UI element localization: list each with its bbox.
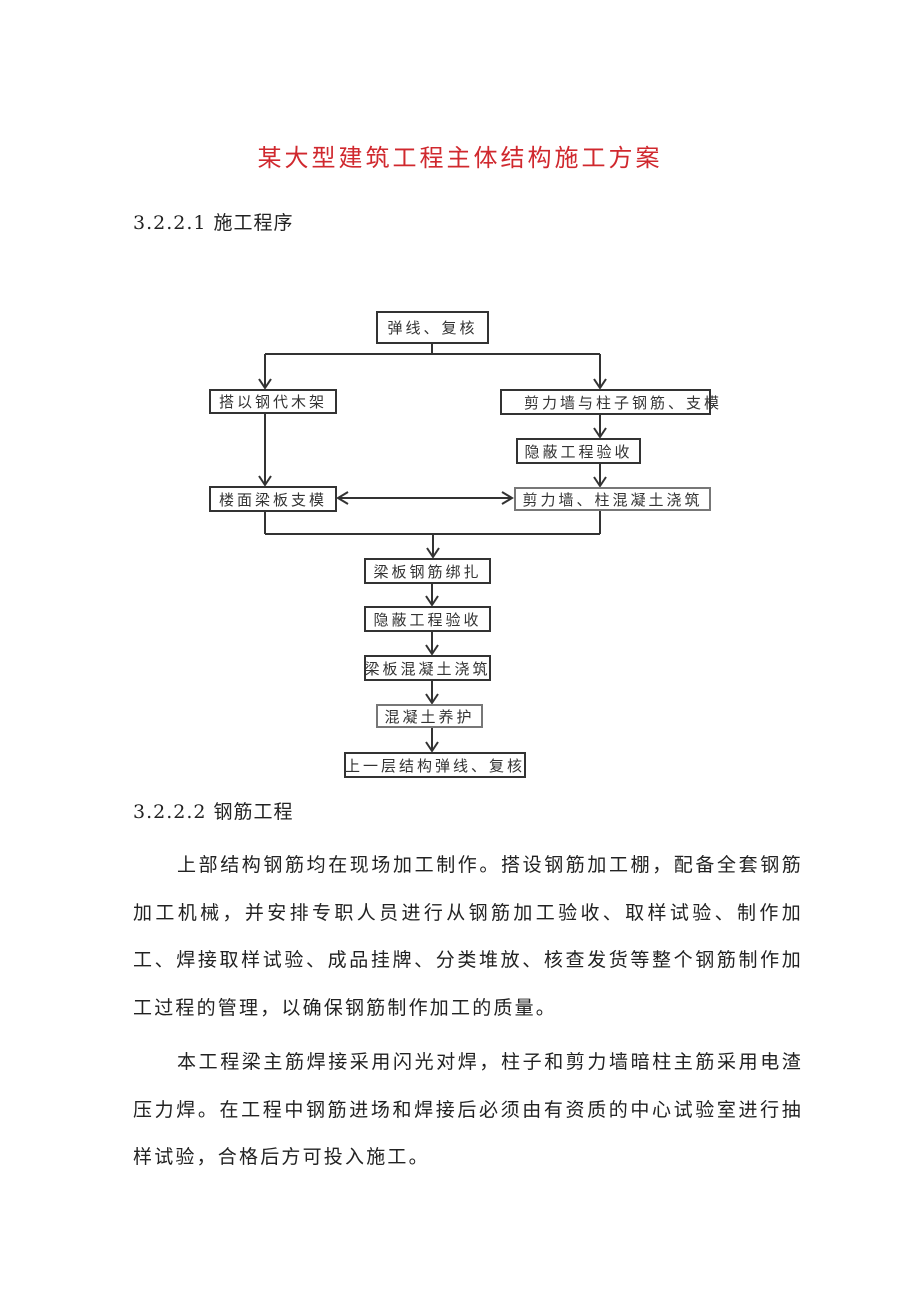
- flow-node-beam-concrete-pour: 梁板混凝土浇筑: [364, 655, 491, 681]
- document-title: 某大型建筑工程主体结构施工方案: [257, 144, 663, 172]
- section-heading-rebar-works: 3.2.2.2 钢筋工程: [133, 801, 294, 823]
- flow-node-beam-rebar-tying: 梁板钢筋绑扎: [364, 558, 491, 584]
- flow-node-floor-beam-formwork: 楼面梁板支模: [209, 486, 337, 512]
- flow-node-wall-column-concrete-pour: 剪力墙、柱混凝土浇筑: [514, 487, 711, 511]
- flow-node-wall-column-rebar-formwork: 剪力墙与柱子钢筋、支模: [500, 389, 719, 415]
- flow-node-concrete-curing: 混凝土养护: [376, 704, 483, 728]
- flow-node-next-floor-snapline: 上一层结构弹线、复核: [344, 752, 526, 778]
- flow-node-steel-scaffold: 搭以钢代木架: [209, 389, 337, 414]
- flow-node-concealed-inspection-2: 隐蔽工程验收: [364, 606, 491, 632]
- flow-node-snapline-check: 弹线、复核: [376, 311, 489, 344]
- section-heading-construction-procedure: 3.2.2.1 施工程序: [133, 212, 294, 234]
- paragraph-rebar-welding: 本工程梁主筋焊接采用闪光对焊，柱子和剪力墙暗柱主筋采用电渣压力焊。在工程中钢筋进…: [133, 1051, 803, 1168]
- paragraph-rebar-processing: 上部结构钢筋均在现场加工制作。搭设钢筋加工棚，配备全套钢筋加工机械，并安排专职人…: [133, 854, 803, 1019]
- flow-node-concealed-inspection-1: 隐蔽工程验收: [516, 438, 641, 464]
